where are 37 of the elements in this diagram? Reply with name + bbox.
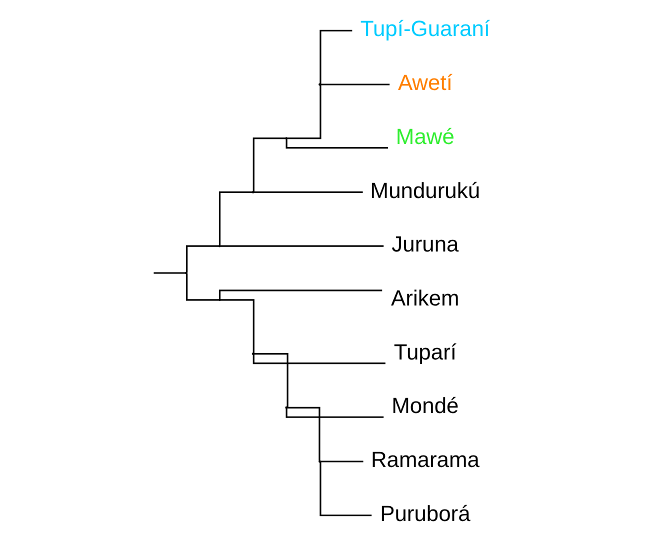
node-point [318, 460, 320, 463]
connector [319, 462, 372, 516]
node-point [284, 406, 288, 409]
node-text: Puruborá [380, 500, 470, 526]
connector [186, 274, 218, 301]
connector [286, 84, 321, 140]
node-text: Tupí-Guaraní [360, 16, 490, 42]
connector [252, 138, 286, 192]
connector [220, 245, 384, 247]
node-text: Juruna [391, 232, 458, 257]
node-point [251, 352, 254, 355]
node-text: Awetí [397, 70, 452, 96]
connector [320, 84, 390, 86]
node-point [184, 272, 188, 274]
connector [253, 353, 288, 408]
connector [319, 30, 352, 84]
connector [285, 139, 388, 149]
node-text: Arikem [390, 286, 459, 311]
connector [252, 354, 385, 364]
node-point [218, 244, 220, 248]
connector [285, 408, 384, 418]
node-text: Ramarama [370, 447, 479, 472]
connector [286, 406, 320, 461]
node-text: Mundurukú [370, 178, 480, 203]
node-point [318, 83, 320, 86]
connector [186, 245, 218, 272]
node-point [284, 137, 288, 140]
connector [153, 272, 186, 274]
node-text: Mawé [395, 124, 454, 149]
node-text: Mondé [391, 393, 458, 418]
connector [253, 191, 362, 193]
connector [218, 290, 382, 300]
connector [218, 191, 252, 246]
connector [320, 460, 363, 462]
node-text: Tuparí [393, 339, 456, 364]
connector [220, 299, 254, 354]
node-point [251, 191, 254, 194]
